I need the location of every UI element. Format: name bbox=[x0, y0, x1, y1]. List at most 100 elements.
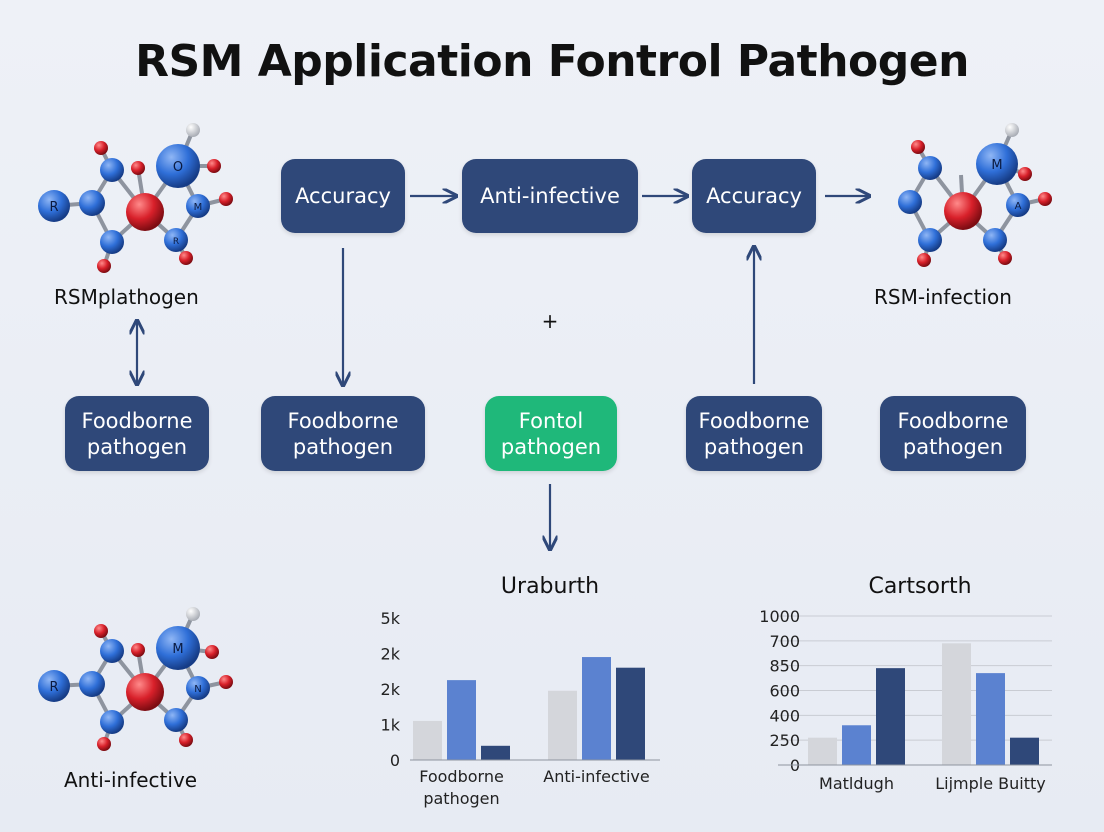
atom-letter: M bbox=[991, 158, 1002, 173]
atom-white bbox=[186, 607, 200, 621]
atom-blue bbox=[79, 671, 105, 697]
y-tick-label: 1000 bbox=[759, 607, 800, 626]
atom-red bbox=[911, 140, 925, 154]
atom-red bbox=[179, 733, 193, 747]
flow-box-foodborne-4: Foodborne pathogen bbox=[880, 396, 1026, 471]
atom-letter: R bbox=[49, 680, 58, 695]
atom-red bbox=[97, 737, 111, 751]
y-tick-label: 5k bbox=[381, 609, 401, 628]
x-category-label: Anti-infective bbox=[543, 767, 649, 786]
atom-red bbox=[94, 141, 108, 155]
atom-blue bbox=[100, 158, 124, 182]
x-category-label: Matldugh bbox=[819, 774, 894, 793]
atom-red bbox=[131, 161, 145, 175]
atom-red bbox=[131, 643, 145, 657]
atom-letter: M bbox=[194, 202, 203, 213]
atom-blue bbox=[100, 710, 124, 734]
bar bbox=[447, 680, 476, 760]
bar bbox=[876, 668, 905, 765]
plus-sign: + bbox=[542, 309, 559, 333]
molecule-label-top-left: RSMplathogen bbox=[54, 285, 199, 309]
atom-blue bbox=[164, 708, 188, 732]
atom-blue bbox=[164, 228, 188, 252]
bar bbox=[548, 690, 577, 760]
atom-blue bbox=[976, 143, 1018, 185]
atom-white bbox=[186, 123, 200, 137]
y-tick-label: 600 bbox=[769, 682, 800, 701]
atom-red bbox=[126, 673, 164, 711]
atom-letter: R bbox=[173, 237, 179, 247]
atom-red bbox=[219, 675, 233, 689]
y-tick-label: 1k bbox=[381, 716, 401, 735]
flow-box-foodborne-2: Foodborne pathogen bbox=[261, 396, 425, 471]
y-tick-label: 250 bbox=[769, 731, 800, 750]
atom-blue bbox=[186, 194, 210, 218]
chart-2-title: Cartsorth bbox=[868, 574, 972, 599]
flow-box-foodborne-1: Foodborne pathogen bbox=[65, 396, 209, 471]
flow-box-accuracy-2: Accuracy bbox=[692, 159, 816, 233]
bar bbox=[616, 667, 645, 760]
atom-red bbox=[207, 159, 221, 173]
atom-letter: N bbox=[194, 684, 201, 695]
atom-letter: A bbox=[1015, 201, 1022, 212]
atom-blue bbox=[156, 144, 200, 188]
bar bbox=[976, 673, 1005, 765]
atom-red bbox=[179, 251, 193, 265]
atom-red bbox=[1038, 192, 1052, 206]
atom-red bbox=[219, 192, 233, 206]
atom-letter: M bbox=[172, 642, 183, 657]
y-tick-label: 400 bbox=[769, 706, 800, 725]
bar bbox=[413, 720, 442, 760]
atom-blue bbox=[918, 156, 942, 180]
atom-red bbox=[944, 192, 982, 230]
y-tick-label: 2k bbox=[381, 680, 401, 699]
flow-box-foodborne-3: Foodborne pathogen bbox=[686, 396, 822, 471]
atom-letter: O bbox=[173, 160, 183, 175]
x-category-label: Lijmple Buitty bbox=[935, 774, 1046, 793]
atom-red bbox=[94, 624, 108, 638]
flow-box-anti-infective: Anti-infective bbox=[462, 159, 638, 233]
molecule-label-top-right: RSM-infection bbox=[874, 285, 1012, 309]
flow-box-accuracy-1: Accuracy bbox=[281, 159, 405, 233]
atom-red bbox=[97, 259, 111, 273]
bar bbox=[808, 737, 837, 765]
molecule-top-right: M A bbox=[898, 123, 1052, 267]
bar bbox=[1010, 737, 1039, 765]
atom-blue bbox=[898, 190, 922, 214]
atom-white bbox=[1005, 123, 1019, 137]
atom-blue bbox=[186, 676, 210, 700]
bar bbox=[842, 725, 871, 765]
atom-blue bbox=[918, 228, 942, 252]
molecule-bottom-left: R M N bbox=[38, 607, 233, 751]
bar bbox=[942, 643, 971, 765]
molecule-top-left: R O M R bbox=[38, 123, 233, 273]
atom-blue bbox=[1006, 193, 1030, 217]
atom-blue bbox=[79, 190, 105, 216]
y-tick-label: 0 bbox=[390, 751, 400, 770]
atom-red bbox=[205, 645, 219, 659]
y-tick-label: 700 bbox=[769, 632, 800, 651]
atom-blue bbox=[38, 670, 70, 702]
bar bbox=[481, 745, 510, 760]
bar bbox=[582, 657, 611, 760]
molecule-label-bottom-left: Anti-infective bbox=[64, 768, 198, 792]
atom-red bbox=[1018, 167, 1032, 181]
atom-letter: R bbox=[49, 200, 58, 215]
page-title: RSM Application Fontrol Pathogen bbox=[135, 36, 969, 87]
atom-red bbox=[126, 193, 164, 231]
atom-blue bbox=[38, 190, 70, 222]
y-tick-label: 850 bbox=[769, 657, 800, 676]
y-tick-label: 2k bbox=[381, 645, 401, 664]
atom-red bbox=[917, 253, 931, 267]
atom-blue bbox=[100, 230, 124, 254]
atom-blue bbox=[156, 626, 200, 670]
flow-box-fontol: Fontol pathogen bbox=[485, 396, 617, 471]
atom-blue bbox=[100, 639, 124, 663]
atom-blue bbox=[983, 228, 1007, 252]
